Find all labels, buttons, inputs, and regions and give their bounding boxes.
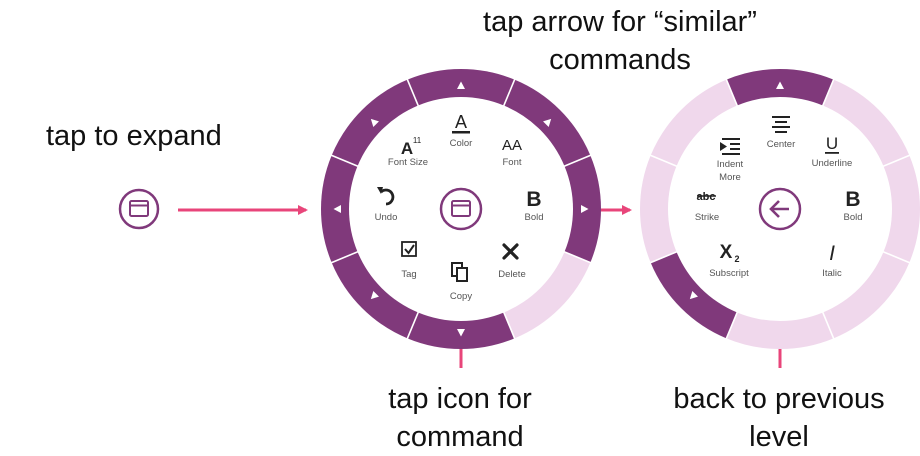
main-expand-arrow-left-icon[interactable]	[333, 205, 342, 213]
color-label: Color	[450, 138, 473, 149]
font-size-icon: A	[401, 139, 413, 158]
main-expand-arrow-top-right-icon[interactable]	[543, 116, 554, 127]
center-label: Center	[767, 139, 796, 150]
main-ring-arrows	[333, 81, 589, 337]
menu-item-copy[interactable]: Copy	[450, 262, 472, 302]
main-ring-divider	[560, 249, 593, 265]
center-align-icon	[772, 116, 790, 133]
radial-menu-sub: Indent More Center U Underline B Bold I	[640, 69, 920, 349]
indent-label-line1: Indent	[717, 159, 744, 170]
bold-label: Bold	[524, 212, 543, 223]
bold-label: Bold	[843, 212, 862, 223]
sub-ring-divider	[648, 249, 681, 265]
caption-back-line2: level	[749, 421, 809, 453]
caption-tap-to-expand: tap to expand	[46, 120, 222, 152]
subscript-icon: X	[720, 242, 733, 263]
italic-label: Italic	[822, 268, 842, 279]
main-ring-divider	[405, 77, 421, 110]
caption-tap-icon: tap icon for command	[340, 380, 580, 456]
menu-item-font-size[interactable]: A 11 Font Size	[388, 136, 428, 168]
caption-similar-line2: commands	[549, 44, 691, 76]
window-icon	[451, 200, 471, 217]
delete-label: Delete	[498, 269, 525, 280]
font-label: Font	[502, 157, 521, 168]
delete-icon	[502, 243, 519, 260]
menu-item-delete[interactable]: Delete	[498, 243, 526, 280]
caption-back: back to previous level	[650, 380, 908, 456]
underline-bar	[825, 152, 839, 154]
subscript-digit: 2	[734, 254, 739, 264]
main-expand-arrow-top-icon[interactable]	[457, 81, 465, 90]
strike-label: Strike	[695, 212, 719, 223]
color-icon: A	[455, 112, 467, 132]
main-expand-arrow-bottom-icon[interactable]	[457, 329, 465, 337]
sub-ring-divider	[724, 308, 740, 341]
bold-icon: B	[526, 188, 541, 211]
copy-icon	[451, 262, 468, 282]
sub-ring-divider	[879, 153, 912, 169]
underline-label: Underline	[812, 158, 853, 169]
copy-label: Copy	[450, 291, 472, 302]
sub-ring-divider	[820, 308, 836, 341]
menu-item-bold[interactable]: B Bold	[524, 188, 543, 223]
main-expand-arrow-right-icon[interactable]	[581, 205, 589, 213]
menu-item-bold-sub[interactable]: B Bold	[843, 188, 862, 223]
font-icon: AA	[502, 137, 522, 154]
menu-item-indent-more[interactable]: Indent More	[717, 138, 744, 183]
main-ring-divider	[405, 308, 421, 341]
menu-item-font[interactable]: AA Font	[502, 137, 522, 168]
menu-item-tag[interactable]: Tag	[401, 241, 417, 280]
back-button[interactable]	[758, 187, 802, 231]
main-ring-divider	[560, 153, 593, 169]
bold-icon: B	[845, 188, 860, 211]
main-expand-arrow-bottom-left-icon[interactable]	[368, 291, 379, 302]
undo-icon	[377, 187, 395, 206]
color-underline-bar	[452, 131, 470, 134]
font-size-superscript: 11	[413, 136, 422, 145]
window-icon	[129, 200, 149, 217]
sub-ring-divider	[879, 249, 912, 265]
radial-menu-main: A 11 Font Size A Color AA Font B Bold De…	[320, 69, 601, 349]
sub-ring-divider	[724, 77, 740, 110]
caption-tap-icon-line1: tap icon for	[388, 383, 532, 415]
underline-icon: U	[826, 134, 838, 153]
subscript-label: Subscript	[709, 268, 749, 279]
menu-item-color[interactable]: A Color	[450, 112, 473, 149]
sub-ring-divider	[820, 77, 836, 110]
caption-back-line1: back to previous	[673, 383, 885, 415]
italic-icon: I	[829, 242, 835, 265]
tag-label: Tag	[401, 269, 416, 280]
sub-ring-arrows	[687, 81, 784, 302]
main-ring-divider	[501, 308, 517, 341]
strike-icon: abc	[697, 191, 716, 203]
font-size-label: Font Size	[388, 157, 428, 168]
menu-item-underline[interactable]: U Underline	[812, 134, 853, 169]
checkbox-icon	[401, 241, 417, 257]
main-ring-divider	[501, 77, 517, 110]
sub-expand-arrow-bottom-left-icon[interactable]	[687, 291, 698, 302]
sub-ring-divider	[648, 153, 681, 169]
back-arrow-icon	[769, 200, 789, 218]
main-ring-divider	[329, 249, 362, 265]
menu-item-italic[interactable]: I Italic	[822, 242, 842, 279]
caption-tap-icon-line2: command	[396, 421, 524, 453]
undo-label: Undo	[375, 212, 398, 223]
main-ring-divider	[329, 153, 362, 169]
indent-label-line2: More	[719, 172, 741, 183]
sub-expand-arrow-top-icon[interactable]	[776, 81, 784, 90]
main-center-button[interactable]	[439, 187, 483, 231]
menu-item-center[interactable]: Center	[767, 116, 796, 150]
menu-item-strike[interactable]: abc Strike	[695, 191, 719, 223]
caption-similar-line1: tap arrow for “similar”	[483, 6, 757, 38]
caption-similar-commands: tap arrow for “similar” commands	[430, 3, 810, 79]
main-expand-arrow-top-left-icon[interactable]	[368, 116, 379, 127]
menu-item-undo[interactable]: Undo	[375, 187, 398, 223]
indent-icon	[720, 138, 740, 155]
menu-item-subscript[interactable]: X 2 Subscript	[709, 242, 749, 279]
collapsed-menu-button[interactable]	[118, 188, 160, 230]
